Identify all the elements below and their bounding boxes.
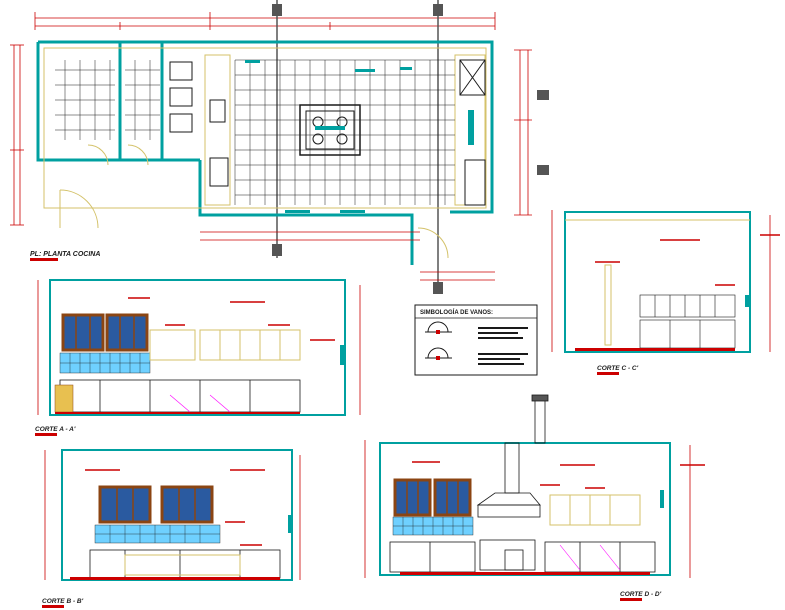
section-d-label: CORTE D - D' [620, 591, 662, 598]
section-d-base-cabinets [389, 541, 656, 573]
section-b-windows [98, 485, 214, 524]
legend-box: SIMBOLOGÍA DE VANOS: [414, 304, 538, 376]
plan-fixtures [245, 60, 474, 213]
plan-left-dimensions [10, 44, 24, 226]
floor-plan: PL: PLANTA COCINA [10, 0, 549, 294]
plan-doors [59, 144, 449, 259]
section-a-underline [35, 433, 57, 436]
floor-tile-grid [55, 59, 455, 205]
section-d-underline [620, 598, 642, 601]
section-b-label: CORTE B - B' [42, 598, 84, 605]
plan-title-group: PL: PLANTA COCINA [30, 251, 100, 261]
section-a-upper-cabinets [149, 329, 301, 361]
section-a-label: CORTE A - A' [35, 426, 76, 433]
plan-right-dimensions [514, 49, 532, 216]
plan-inner-outline [43, 47, 487, 209]
section-d: CORTE D - D' [364, 394, 705, 601]
section-a-windows [61, 313, 149, 352]
plan-appliances [169, 59, 486, 206]
section-a: CORTE A - A' [35, 279, 361, 436]
central-island [299, 104, 361, 156]
section-c-label: CORTE C - C' [597, 365, 639, 372]
section-d-upper-cabinets [549, 494, 641, 526]
legend-title: SIMBOLOGÍA DE VANOS: [420, 308, 493, 316]
plan-title: PL: PLANTA COCINA [30, 251, 100, 258]
plan-bottom-dimensions [200, 231, 495, 281]
section-c-underline [597, 372, 619, 375]
section-a-base-cabinets [59, 379, 301, 413]
section-b: CORTE B - B' [42, 449, 301, 608]
plan-top-dimensions [34, 12, 496, 30]
section-c: CORTE C - C' [551, 210, 780, 375]
section-b-underline [42, 605, 64, 608]
section-d-windows [393, 478, 472, 517]
section-d-hood [476, 394, 549, 571]
plan-title-underline [30, 258, 58, 261]
